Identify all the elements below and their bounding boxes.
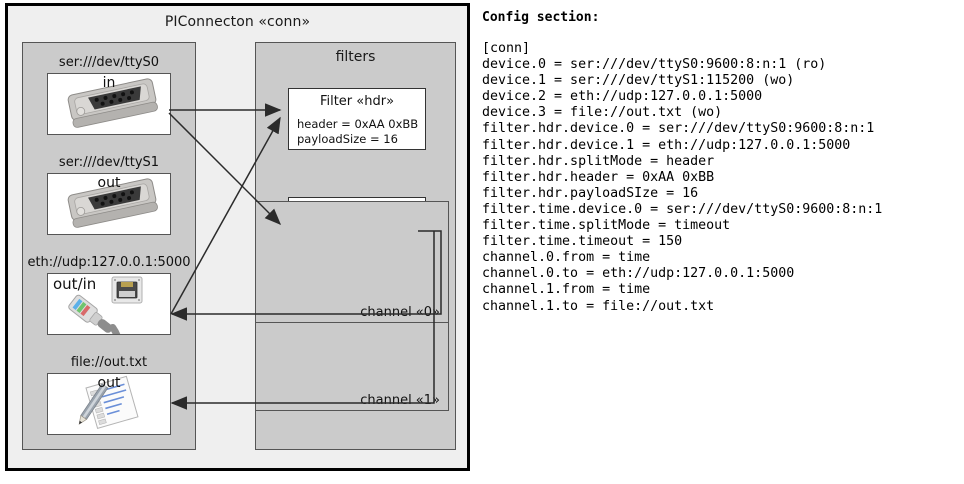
config-listing: [conn]device.0 = ser:///dev/ttyS0:9600:8… <box>482 41 962 315</box>
config-line: filter.time.timeout = 150 <box>482 234 683 250</box>
device-box-ttyS0[interactable]: in <box>47 73 171 135</box>
config-line: device.0 = ser:///dev/ttyS0:9600:8:n:1 (… <box>482 57 827 73</box>
device-box-eth[interactable]: out/in <box>47 273 171 335</box>
device-label-ttyS0: ser:///dev/ttyS0 <box>58 55 160 70</box>
filter-box-hdr[interactable]: Filter «hdr» header = 0xAA 0xBB payloadS… <box>288 88 426 150</box>
config-line: filter.hdr.splitMode = header <box>482 153 715 169</box>
filters-panel: filters Filter «hdr» header = 0xAA 0xBB … <box>255 42 456 450</box>
serial-db9-icon <box>67 178 158 228</box>
config-line: filter.hdr.header = 0xAA 0xBB <box>482 169 715 185</box>
config-line: channel.1.to = file://out.txt <box>482 298 715 314</box>
device-label-file: file://out.txt <box>70 355 148 370</box>
filter-props-hdr: header = 0xAA 0xBB payloadSize = 16 <box>297 117 425 147</box>
config-line: channel.0.to = eth://udp:127.0.0.1:5000 <box>482 266 795 282</box>
config-line: filter.hdr.device.0 = ser:///dev/ttyS0:9… <box>482 121 875 137</box>
device-group-ttyS0[interactable]: ser:///dev/ttyS0 in <box>23 55 195 135</box>
config-line: device.2 = eth://udp:127.0.0.1:5000 <box>482 89 763 105</box>
device-group-file[interactable]: file://out.txt out <box>23 355 195 435</box>
filter-title-hdr: Filter «hdr» <box>319 94 395 109</box>
config-line: device.3 = file://out.txt (wo) <box>482 105 723 121</box>
config-line: filter.time.device.0 = ser:///dev/ttyS0:… <box>482 201 883 217</box>
device-label-ttyS1: ser:///dev/ttyS1 <box>58 155 160 170</box>
device-direction-ttyS0: in <box>102 75 116 91</box>
device-direction-ttyS1: out <box>97 175 121 191</box>
channel-box-1[interactable]: channel «1» <box>255 322 449 411</box>
config-heading: Config section: <box>482 10 600 25</box>
config-line: device.1 = ser:///dev/ttyS1:115200 (wo) <box>482 73 795 89</box>
serial-db9-icon <box>67 78 158 128</box>
page-title: PIConnecton «conn» <box>164 14 311 30</box>
diagram-frame: PIConnecton «conn» ser:///dev/ttyS0 in <box>5 3 470 471</box>
devices-panel: ser:///dev/ttyS0 in <box>22 42 196 450</box>
device-group-eth[interactable]: eth://udp:127.0.0.1:5000 out/in <box>23 255 195 335</box>
config-line: channel.1.from = time <box>482 282 651 298</box>
device-box-ttyS1[interactable]: out <box>47 173 171 235</box>
ethernet-jack-icon <box>68 276 143 334</box>
device-direction-eth: out/in <box>53 275 97 293</box>
filters-panel-title: filters <box>335 49 376 65</box>
channel-box-0[interactable]: channel «0» <box>255 201 449 323</box>
filter-prop: header = 0xAA 0xBB <box>297 117 419 131</box>
config-line: filter.hdr.payloadSIze = 16 <box>482 185 699 201</box>
channel-label-0: channel «0» <box>360 305 440 320</box>
channel-label-1: channel «1» <box>360 393 440 408</box>
device-label-eth: eth://udp:127.0.0.1:5000 <box>27 255 191 270</box>
device-direction-file: out <box>97 375 121 391</box>
device-group-ttyS1[interactable]: ser:///dev/ttyS1 out <box>23 155 195 235</box>
config-pane: Config section: [conn]device.0 = ser:///… <box>482 6 962 315</box>
filter-prop: payloadSize = 16 <box>297 132 398 146</box>
config-line: filter.hdr.device.1 = eth://udp:127.0.0.… <box>482 137 851 153</box>
device-box-file[interactable]: out <box>47 373 171 435</box>
config-line: filter.time.splitMode = timeout <box>482 218 731 234</box>
config-line: channel.0.from = time <box>482 250 651 266</box>
config-line: [conn] <box>482 41 531 56</box>
text-file-pencil-icon <box>78 375 139 429</box>
